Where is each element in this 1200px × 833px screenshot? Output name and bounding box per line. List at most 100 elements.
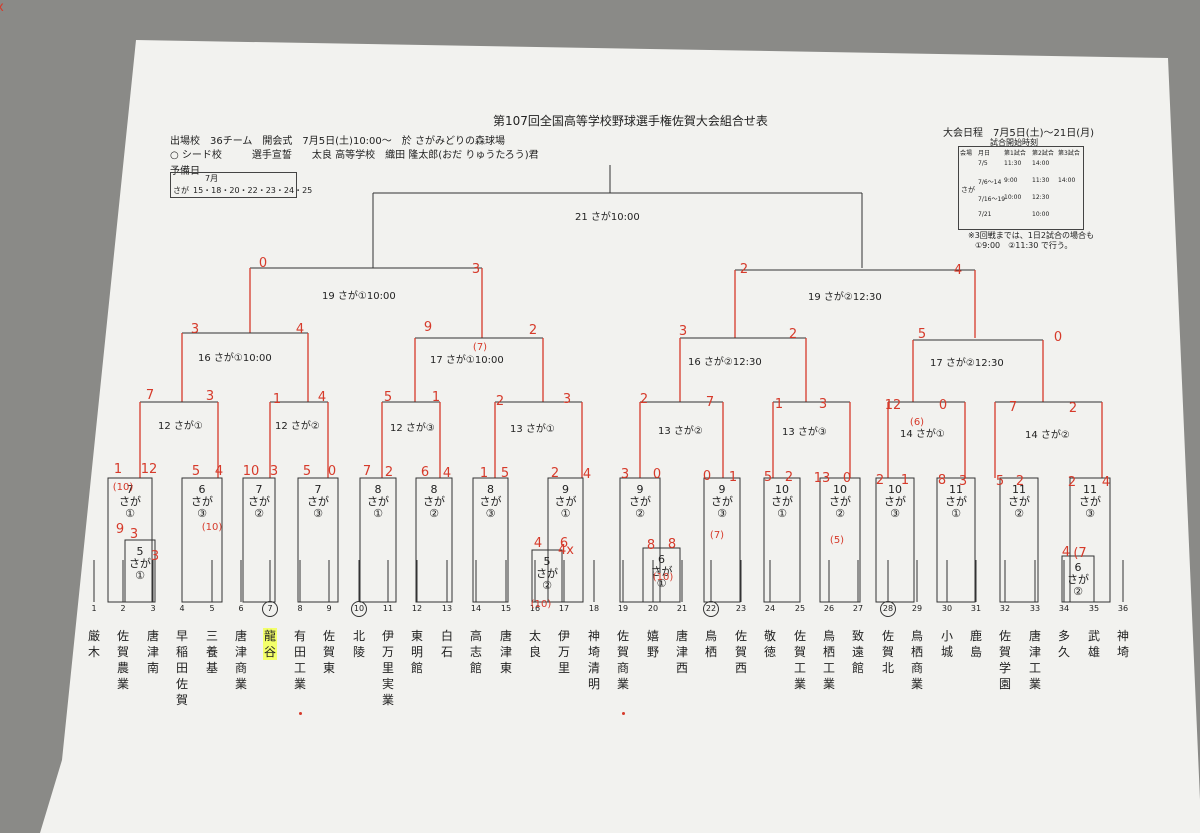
- score-66: 8: [646, 538, 656, 553]
- start-table-header-2: 月日: [978, 150, 991, 157]
- score-73: (7): [709, 530, 725, 541]
- start-table-title: 試合開始時刻: [990, 138, 1038, 147]
- draw-number-3: 3: [150, 604, 156, 613]
- team-16: 太良: [528, 629, 541, 659]
- score-3: 2: [739, 262, 749, 277]
- team-6: 唐津商業: [234, 629, 247, 691]
- score-63: 3: [129, 527, 139, 542]
- r2-box-8: [547, 477, 584, 603]
- score-22: 7: [705, 395, 715, 410]
- team-36: 神埼: [1116, 629, 1129, 659]
- score-15: 1: [272, 392, 282, 407]
- draw-number-23: 23: [735, 604, 747, 613]
- team-34: 多久: [1057, 629, 1070, 659]
- draw-number-35: 35: [1088, 604, 1100, 613]
- start-table-note-1: ※3回戦までは、1日2試合の場合も: [968, 231, 1094, 240]
- team-9: 佐賀東: [322, 629, 335, 675]
- start-table-cell-2-4: 14:00: [1058, 177, 1076, 184]
- score-20: 3: [562, 392, 572, 407]
- score-9: 3: [678, 324, 688, 339]
- draw-number-1: 1: [91, 604, 97, 613]
- score-57: 5: [995, 474, 1005, 489]
- start-table-header-4: 第2試合: [1032, 150, 1054, 157]
- score-70: (10): [201, 522, 223, 533]
- draw-number-19: 19: [617, 604, 629, 613]
- r2-box-5: [359, 477, 397, 603]
- team-19: 佐賀商業: [616, 629, 629, 691]
- score-29: 1: [113, 462, 123, 477]
- start-table: [958, 146, 1084, 230]
- team-1: 厳木: [87, 629, 100, 659]
- qf2-label: 17 さが①10:00: [430, 355, 504, 366]
- yobi-days: 15・18・20・22・23・24・25: [193, 186, 313, 195]
- r2-label-1: 7 さが ①: [119, 483, 141, 520]
- r2-label-14: 11 さが ①: [945, 483, 967, 520]
- r3-2-label: 12 さが②: [275, 421, 320, 432]
- draw-number-5: 5: [209, 604, 215, 613]
- score-24: 3: [818, 397, 828, 412]
- team-21: 唐津西: [675, 629, 688, 675]
- team-8: 有田工業: [293, 629, 306, 691]
- score-69: (7): [472, 342, 488, 353]
- start-table-cell-3-1: 7/16～19: [978, 196, 1006, 203]
- score-53: 2: [875, 473, 885, 488]
- team-24: 敬徳: [763, 629, 776, 659]
- r2-box-2: [181, 477, 223, 603]
- score-27: 7: [1008, 400, 1018, 415]
- score-54: 1: [900, 473, 910, 488]
- r3-3-label: 12 さが③: [390, 423, 435, 434]
- draw-number-12: 12: [411, 604, 423, 613]
- score-72: (10): [652, 572, 674, 583]
- qf3-label: 16 さが②12:30: [688, 357, 762, 368]
- score-77: (7: [1073, 546, 1087, 561]
- team-18: 神埼清明: [587, 629, 600, 691]
- yobi-label: 予備日: [170, 166, 200, 177]
- seed-circle-7: [262, 601, 278, 617]
- r2-label-9: 9 さが ②: [629, 483, 651, 520]
- score-65: 6: [559, 536, 569, 551]
- r2-label-2: 6 さが ③: [191, 483, 213, 520]
- score-49: 5: [763, 470, 773, 485]
- team-12: 東明館: [410, 629, 423, 675]
- start-table-cell-3-3: 12:30: [1032, 194, 1050, 201]
- team-26: 鳥栖工業: [822, 629, 835, 691]
- r2-label-5: 8 さが ①: [367, 483, 389, 520]
- start-table-note-2: ①9:00 ②11:30 で行う。: [975, 241, 1073, 250]
- r2-box-10: [703, 477, 741, 603]
- draw-number-27: 27: [852, 604, 864, 613]
- score-2: 3: [471, 262, 481, 277]
- score-11: 5: [917, 327, 927, 342]
- score-13: 7: [145, 388, 155, 403]
- team-15: 唐津東: [499, 629, 512, 675]
- r2-label-15: 11 さが ②: [1008, 483, 1030, 520]
- score-35: 5: [302, 464, 312, 479]
- score-6: 4: [295, 322, 305, 337]
- period: 大会日程 7月5日(土)～21日(月): [943, 128, 1095, 139]
- score-19: 2: [495, 394, 505, 409]
- score-74: (5): [829, 535, 845, 546]
- score-18: 1: [431, 390, 441, 405]
- r2-label-16: 11 さが ③: [1079, 483, 1101, 520]
- draw-number-14: 14: [470, 604, 482, 613]
- score-4: 4: [953, 263, 963, 278]
- sf-right-label: 19 さが②12:30: [808, 292, 882, 303]
- team-13: 白石: [440, 629, 453, 659]
- score-43: 2: [550, 466, 560, 481]
- draw-number-31: 31: [970, 604, 982, 613]
- score-47: 0: [702, 469, 712, 484]
- team-32: 佐賀学園: [998, 629, 1011, 691]
- score-44: 4: [582, 467, 592, 482]
- score-52: 0: [842, 471, 852, 486]
- draw-number-9: 9: [326, 604, 332, 613]
- r2-box-4: [297, 477, 339, 603]
- start-table-cell-1-2: 11:30: [1004, 160, 1022, 167]
- start-table-cell-1-1: 7/5: [978, 160, 988, 167]
- seed-circle-28: [880, 601, 896, 617]
- score-50: 2: [784, 470, 794, 485]
- draw-number-17: 17: [558, 604, 570, 613]
- score-55: 8: [937, 473, 947, 488]
- draw-number-20: 20: [647, 604, 659, 613]
- team-23: 佐賀西: [734, 629, 747, 675]
- draw-number-24: 24: [764, 604, 776, 613]
